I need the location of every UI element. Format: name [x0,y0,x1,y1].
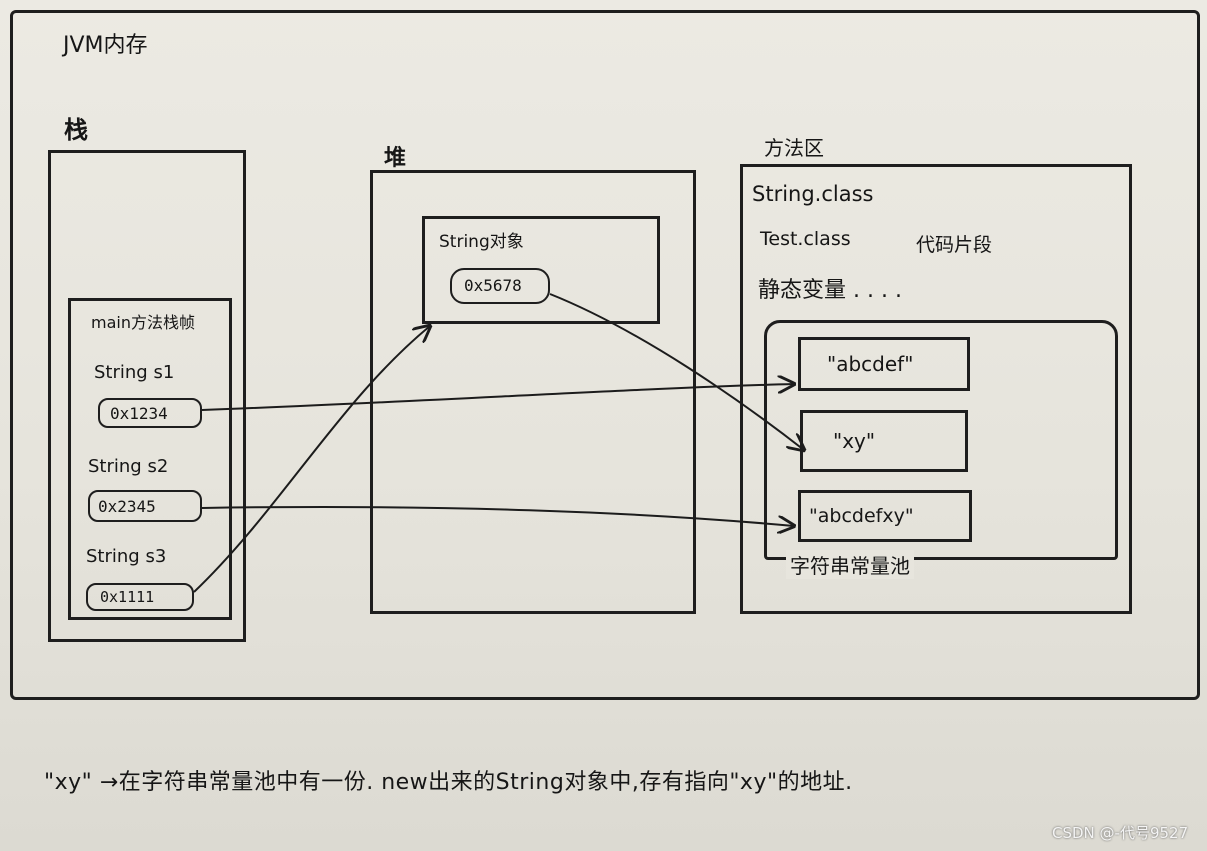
method-area-line-code-snippet: 代码片段 [916,234,993,256]
var-s3-addr: 0x1111 [100,588,155,606]
pool-item-abcdefxy-box: "abcdefxy" [798,490,972,542]
string-object-addr-box: 0x5678 [450,268,550,304]
pool-item-abcdefxy: "abcdefxy" [809,505,914,527]
csdn-watermark: CSDN @-代号9527 [1052,824,1189,842]
main-frame-label: main方法栈帧 [91,313,195,332]
string-object-label: String对象 [439,232,524,252]
pool-item-xy-box: "xy" [800,410,968,472]
string-object-addr: 0x5678 [464,276,522,295]
pool-item-xy: "xy" [833,429,876,453]
var-s2-label: String s2 [88,456,169,477]
var-s3-label: String s3 [86,546,167,567]
string-object-box: String对象 [422,216,660,324]
string-pool-label: 字符串常量池 [786,550,914,579]
footnote: "xy" →在字符串常量池中有一份. new出来的String对象中,存有指向"… [44,770,853,795]
method-area-line-test-class: Test.class [760,228,851,250]
pool-item-abcdef: "abcdef" [827,352,914,376]
stack-label: 栈 [64,116,88,144]
var-s1-label: String s1 [94,362,175,383]
var-s1-addr: 0x1234 [110,404,168,423]
heap-label: 堆 [384,146,407,171]
jvm-memory-box: JVM内存 [10,10,1200,700]
var-s2-addr: 0x2345 [98,497,156,516]
var-s3-addr-box: 0x1111 [86,583,194,611]
method-area-label: 方法区 [764,136,824,160]
method-area-line-string-class: String.class [752,182,874,206]
pool-item-abcdef-box: "abcdef" [798,337,970,391]
var-s2-addr-box: 0x2345 [88,490,202,522]
jvm-memory-label: JVM内存 [63,33,148,58]
method-area-line-static-vars: 静态变量 . . . . [758,278,902,303]
var-s1-addr-box: 0x1234 [98,398,202,428]
